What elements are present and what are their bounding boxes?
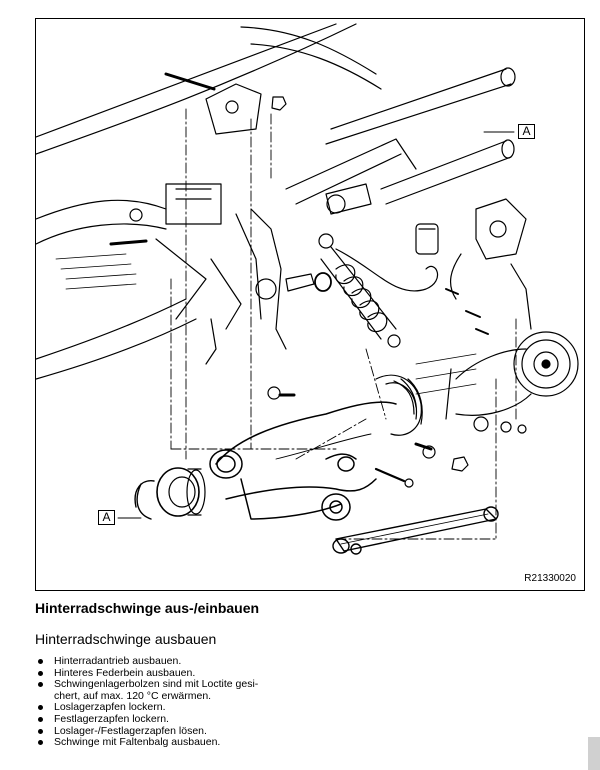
section-title: Hinterradschwinge aus-/einbauen	[35, 600, 260, 616]
list-item: Schwinge mit Faltenbalg ausbauen.	[35, 736, 295, 749]
top-mount-bracket	[164, 72, 287, 135]
bullet-icon	[38, 670, 43, 676]
list-item: Loslager-/Festlagerzapfen lösen.	[35, 724, 295, 738]
fasteners	[109, 208, 489, 488]
rear-final-drive	[415, 331, 579, 434]
step-text: Schwinge mit Faltenbalg ausbauen.	[54, 736, 221, 749]
list-item: Hinterradantrieb ausbauen.	[35, 655, 295, 668]
exploded-view-figure: A A R21330020	[35, 18, 585, 591]
page-edge-tab	[588, 737, 600, 770]
step-text: chert, auf max. 120 °C erwärmen.	[54, 689, 212, 702]
step-text: Schwingenlagerbolzen sind mit Loctite ge…	[54, 678, 259, 691]
figure-id: R21330020	[524, 573, 576, 584]
list-item: Hinteres Federbein ausbauen.	[35, 666, 295, 680]
bullet-icon	[38, 682, 43, 688]
bullet-icon	[38, 659, 43, 664]
bearing-and-circlip	[134, 467, 206, 520]
list-item: Schwingenlagerbolzen sind mit Loctite ge…	[35, 678, 295, 691]
callout-label-a-top: A	[518, 124, 535, 139]
bullet-icon	[38, 740, 43, 746]
step-text: Hinterradantrieb ausbauen.	[54, 655, 182, 667]
brake-caliper	[449, 198, 532, 330]
rear-shock-absorber	[318, 223, 439, 348]
bullet-icon	[38, 705, 43, 711]
footrest-bracket	[205, 208, 332, 365]
removal-steps-list: Hinterradantrieb ausbauen. Hinteres Fede…	[35, 655, 295, 749]
step-text: Hinteres Federbein ausbauen.	[54, 666, 196, 679]
step-text: Loslager-/Festlagerzapfen lösen.	[54, 724, 207, 737]
step-text: Loslagerzapfen lockern.	[54, 701, 166, 714]
drive-shaft	[325, 139, 515, 215]
bullet-icon	[38, 728, 43, 734]
list-item-continuation: chert, auf max. 120 °C erwärmen.	[35, 689, 295, 703]
frame-tubes	[36, 23, 516, 380]
torque-strut	[332, 506, 499, 555]
list-item: Festlagerzapfen lockern.	[35, 712, 295, 726]
list-item: Loslagerzapfen lockern.	[35, 702, 295, 714]
swing-arm	[209, 401, 397, 521]
bullet-icon	[38, 716, 43, 722]
step-text: Festlagerzapfen lockern.	[54, 712, 169, 725]
battery-bracket	[155, 183, 242, 330]
alignment-guide-lines	[170, 108, 517, 540]
rear-swingarm-exploded-drawing	[36, 23, 579, 555]
subsection-title: Hinterradschwinge ausbauen	[35, 631, 217, 647]
bellows-boot	[375, 374, 423, 436]
callout-leaders	[117, 131, 515, 519]
callout-label-a-bottom: A	[98, 510, 115, 525]
